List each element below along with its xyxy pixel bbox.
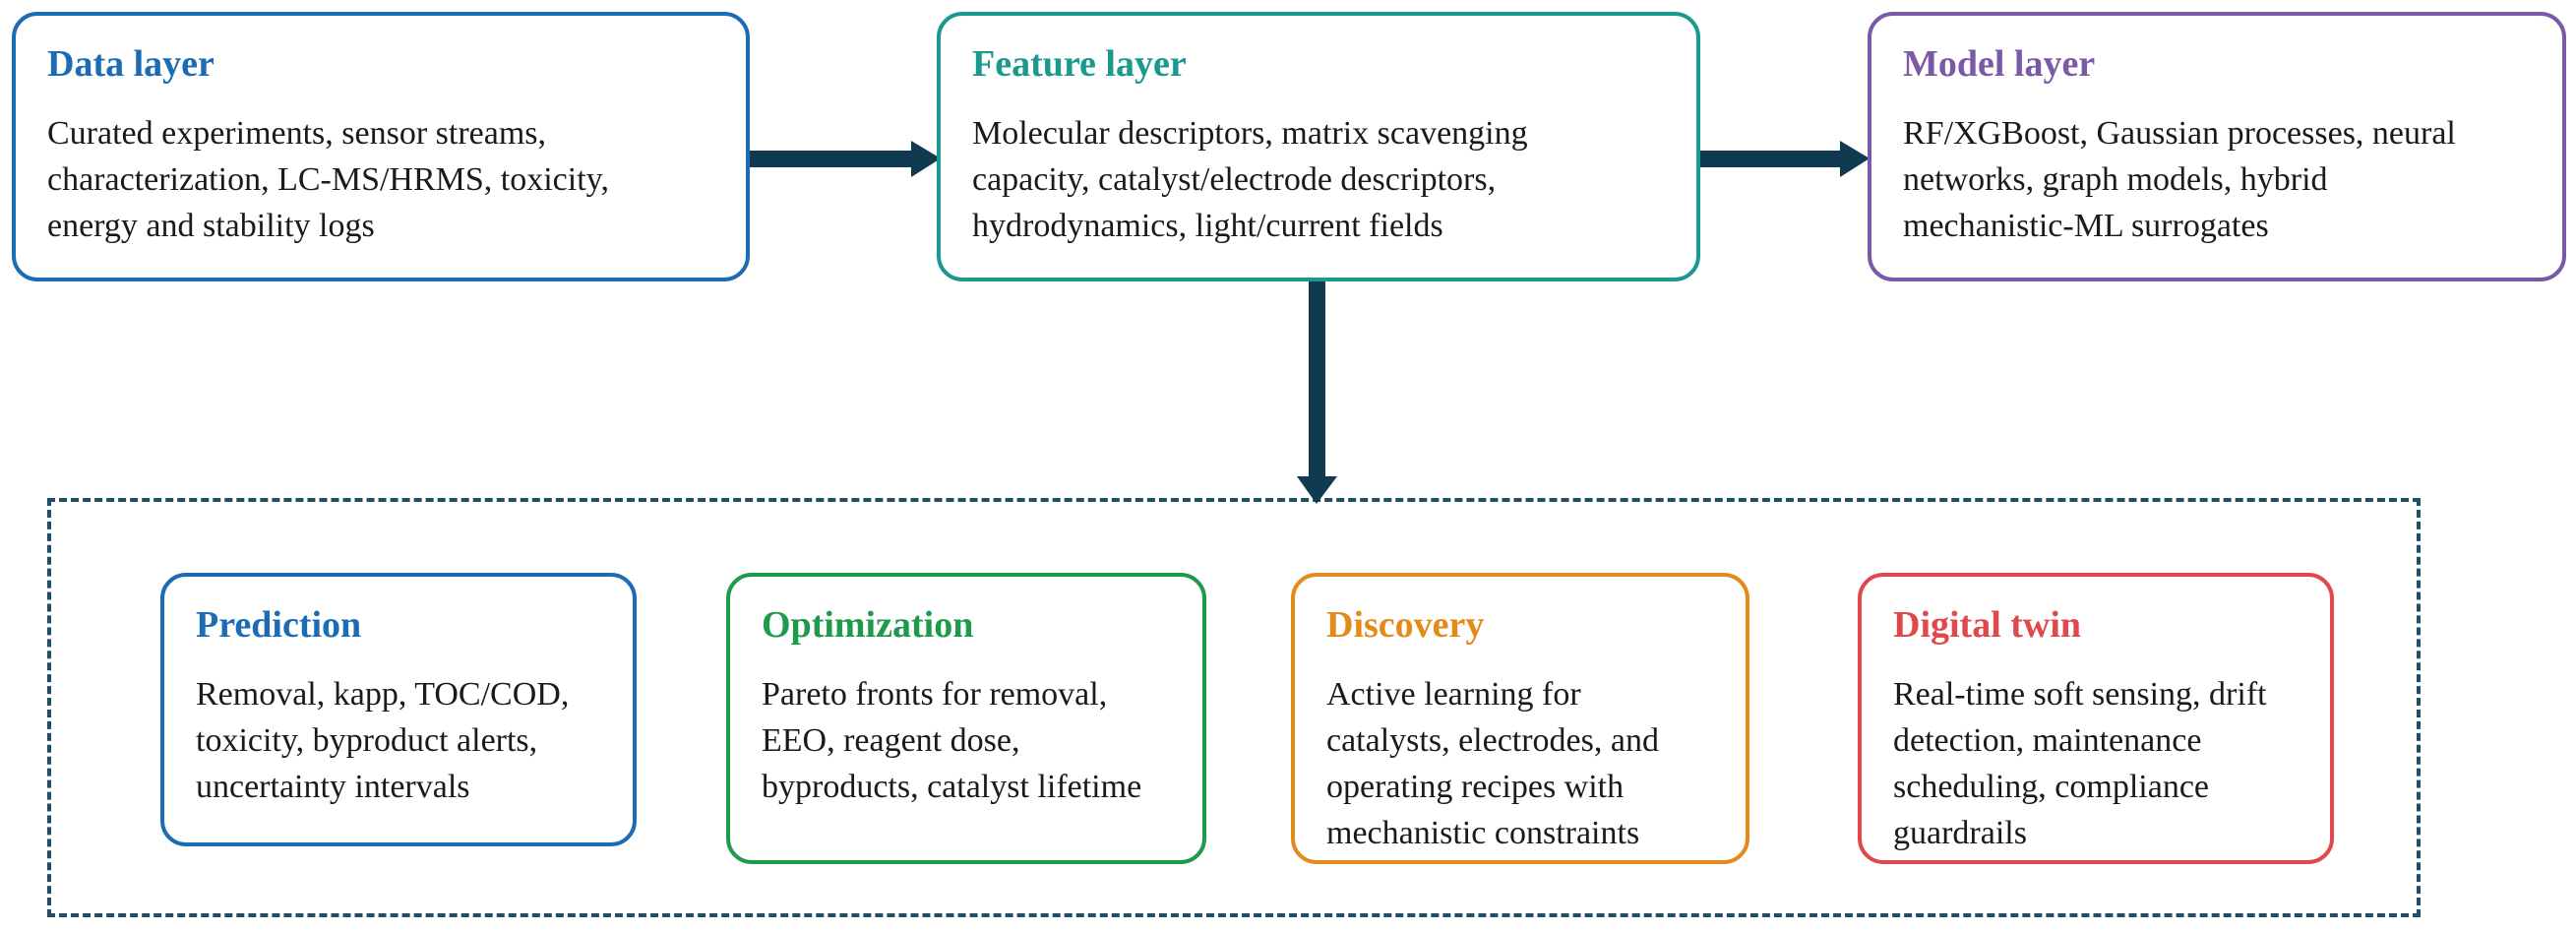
arrow-feature-to-model [1700, 141, 1870, 177]
data-layer-box: Data layer Curated experiments, sensor s… [12, 12, 750, 281]
model-layer-line: RF/XGBoost, Gaussian processes, neural [1903, 115, 2456, 152]
prediction-description: Removal, kapp, TOC/COD, toxicity, byprod… [196, 671, 623, 810]
digital-twin-line: guardrails [1893, 815, 2027, 851]
prediction-box: Prediction Removal, kapp, TOC/COD, toxic… [160, 573, 637, 846]
discovery-line: operating recipes with [1326, 769, 1625, 805]
model-layer-description: RF/XGBoost, Gaussian processes, neural n… [1903, 110, 2552, 249]
digital-twin-box: Digital twin Real-time soft sensing, dri… [1858, 573, 2334, 864]
data-layer-line: energy and stability logs [47, 208, 375, 244]
optimization-line: Pareto fronts for removal, [762, 676, 1108, 713]
arrow-feature-to-applications [1297, 281, 1337, 504]
prediction-line: Removal, kapp, TOC/COD, [196, 676, 570, 713]
digital-twin-line: Real-time soft sensing, drift [1893, 676, 2267, 713]
discovery-title: Discovery [1326, 604, 1485, 646]
model-layer-line: mechanistic-ML surrogates [1903, 208, 2269, 244]
feature-layer-line: hydrodynamics, light/current fields [972, 208, 1443, 244]
discovery-line: catalysts, electrodes, and [1326, 722, 1659, 759]
digital-twin-title: Digital twin [1893, 604, 2082, 646]
digital-twin-line: detection, maintenance [1893, 722, 2202, 759]
model-layer-line: networks, graph models, hybrid [1903, 161, 2328, 198]
model-layer-title: Model layer [1903, 43, 2096, 85]
discovery-line: mechanistic constraints [1326, 815, 1640, 851]
optimization-description: Pareto fronts for removal, EEO, reagent … [762, 671, 1193, 810]
discovery-description: Active learning for catalysts, electrode… [1326, 671, 1736, 856]
discovery-box: Discovery Active learning for catalysts,… [1291, 573, 1749, 864]
prediction-line: toxicity, byproduct alerts, [196, 722, 538, 759]
digital-twin-description: Real-time soft sensing, drift detection,… [1893, 671, 2320, 856]
feature-layer-description: Molecular descriptors, matrix scavenging… [972, 110, 1687, 249]
feature-layer-line: Molecular descriptors, matrix scavenging [972, 115, 1528, 152]
data-layer-line: characterization, LC-MS/HRMS, toxicity, [47, 161, 609, 198]
feature-layer-title: Feature layer [972, 43, 1187, 85]
optimization-box: Optimization Pareto fronts for removal, … [726, 573, 1206, 864]
discovery-line: Active learning for [1326, 676, 1581, 713]
prediction-title: Prediction [196, 604, 362, 646]
feature-layer-line: capacity, catalyst/electrode descriptors… [972, 161, 1497, 198]
applications-frame [47, 498, 2421, 917]
arrow-data-to-feature [750, 141, 941, 177]
optimization-title: Optimization [762, 604, 974, 646]
feature-layer-box: Feature layer Molecular descriptors, mat… [937, 12, 1700, 281]
data-layer-line: Curated experiments, sensor streams, [47, 115, 547, 152]
prediction-line: uncertainty intervals [196, 769, 470, 805]
data-layer-description: Curated experiments, sensor streams, cha… [47, 110, 736, 249]
optimization-line: EEO, reagent dose, [762, 722, 1020, 759]
model-layer-box: Model layer RF/XGBoost, Gaussian process… [1868, 12, 2566, 281]
data-layer-title: Data layer [47, 43, 215, 85]
optimization-line: byproducts, catalyst lifetime [762, 769, 1142, 805]
digital-twin-line: scheduling, compliance [1893, 769, 2210, 805]
